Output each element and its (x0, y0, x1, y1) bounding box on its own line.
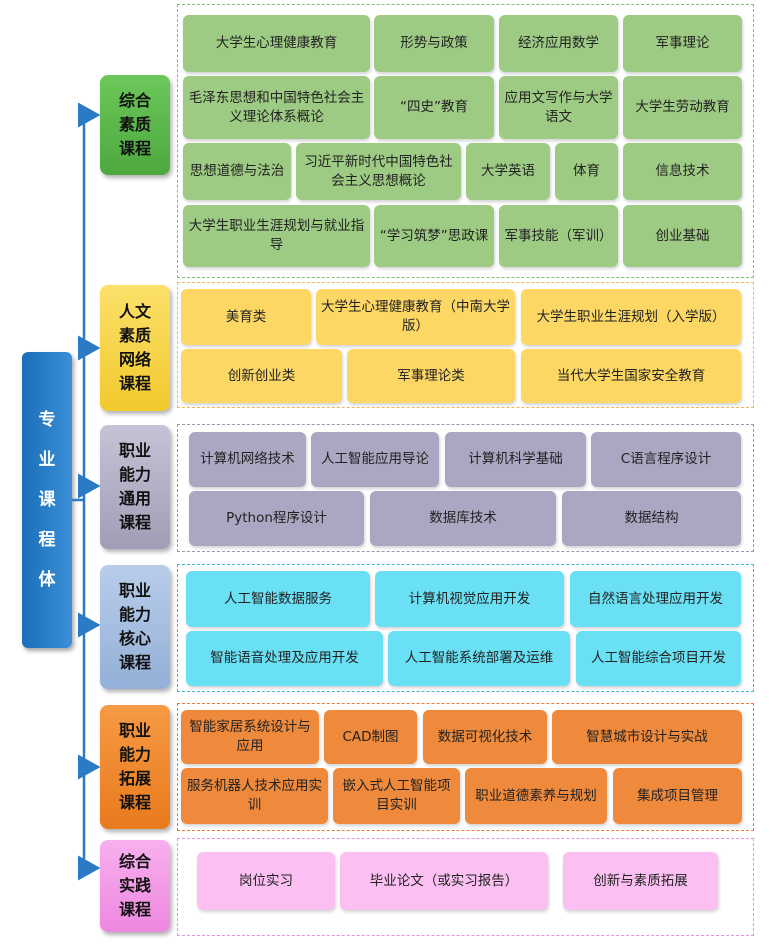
category-practice: 综合实践课程 (100, 840, 170, 932)
course-core-4: 人工智能系统部署及运维 (388, 631, 570, 686)
course-comprehensive-11: 体育 (555, 143, 618, 200)
course-core-5: 人工智能综合项目开发 (576, 631, 741, 686)
category-comprehensive: 综合素质课程 (100, 75, 170, 175)
course-humanities-5: 当代大学生国家安全教育 (521, 349, 741, 403)
course-core-2: 自然语言处理应用开发 (570, 571, 741, 627)
root-label: 专业课程体 (38, 410, 56, 590)
group-extended (177, 703, 754, 831)
category-label: 职业能力拓展课程 (118, 721, 151, 812)
root-node: 专业课程体 (22, 352, 72, 648)
course-general-2: 计算机科学基础 (445, 432, 586, 487)
course-extended-7: 集成项目管理 (613, 768, 742, 824)
category-core: 职业能力核心课程 (100, 565, 170, 689)
course-comprehensive-7: 大学生劳动教育 (623, 76, 742, 139)
course-extended-4: 服务机器人技术应用实训 (181, 768, 328, 824)
course-comprehensive-16: 创业基础 (623, 205, 742, 267)
course-core-3: 智能语音处理及应用开发 (186, 631, 383, 686)
course-comprehensive-10: 大学英语 (466, 143, 550, 200)
course-comprehensive-13: 大学生职业生涯规划与就业指导 (183, 205, 370, 267)
course-comprehensive-2: 经济应用数学 (499, 15, 618, 72)
group-comprehensive (177, 4, 754, 278)
course-comprehensive-9: 习近平新时代中国特色社会主义思想概论 (296, 143, 461, 200)
category-label: 综合素质课程 (118, 91, 151, 158)
course-general-6: 数据结构 (562, 491, 741, 546)
course-comprehensive-1: 形势与政策 (374, 15, 494, 72)
category-label: 职业能力核心课程 (118, 581, 151, 672)
group-humanities (177, 282, 754, 408)
course-humanities-3: 创新创业类 (181, 349, 342, 403)
course-general-0: 计算机网络技术 (189, 432, 306, 487)
course-comprehensive-14: “学习筑梦”思政课 (374, 205, 494, 267)
course-humanities-4: 军事理论类 (347, 349, 515, 403)
course-practice-2: 创新与素质拓展 (563, 852, 718, 910)
course-humanities-2: 大学生职业生涯规划（入学版） (521, 289, 741, 345)
course-comprehensive-6: 应用文写作与大学语文 (499, 76, 618, 139)
course-comprehensive-8: 思想道德与法治 (183, 143, 291, 200)
course-extended-5: 嵌入式人工智能项目实训 (333, 768, 460, 824)
course-general-3: C语言程序设计 (591, 432, 741, 487)
group-core (177, 564, 754, 692)
course-core-0: 人工智能数据服务 (186, 571, 370, 627)
course-comprehensive-5: “四史”教育 (374, 76, 494, 139)
course-comprehensive-4: 毛泽东思想和中国特色社会主义理论体系概论 (183, 76, 370, 139)
course-core-1: 计算机视觉应用开发 (375, 571, 564, 627)
course-extended-6: 职业道德素养与规划 (465, 768, 607, 824)
course-extended-3: 智慧城市设计与实战 (552, 710, 742, 764)
category-label: 人文素质网络课程 (118, 302, 151, 393)
course-practice-0: 岗位实习 (197, 852, 335, 910)
course-humanities-0: 美育类 (181, 289, 311, 345)
course-practice-1: 毕业论文（或实习报告） (340, 852, 548, 910)
category-extended: 职业能力拓展课程 (100, 705, 170, 829)
course-comprehensive-15: 军事技能（军训） (499, 205, 618, 267)
course-humanities-1: 大学生心理健康教育（中南大学版） (316, 289, 515, 345)
category-humanities: 人文素质网络课程 (100, 285, 170, 411)
course-comprehensive-12: 信息技术 (623, 143, 742, 200)
course-comprehensive-3: 军事理论 (623, 15, 742, 72)
course-extended-0: 智能家居系统设计与应用 (181, 710, 319, 764)
group-general (177, 424, 754, 552)
course-general-1: 人工智能应用导论 (311, 432, 439, 487)
course-comprehensive-0: 大学生心理健康教育 (183, 15, 370, 72)
category-general: 职业能力通用课程 (100, 425, 170, 549)
course-general-4: Python程序设计 (189, 491, 364, 546)
course-general-5: 数据库技术 (370, 491, 556, 546)
category-label: 综合实践课程 (118, 852, 151, 919)
course-extended-1: CAD制图 (324, 710, 417, 764)
course-extended-2: 数据可视化技术 (423, 710, 547, 764)
category-label: 职业能力通用课程 (118, 441, 151, 532)
group-practice (177, 838, 754, 936)
